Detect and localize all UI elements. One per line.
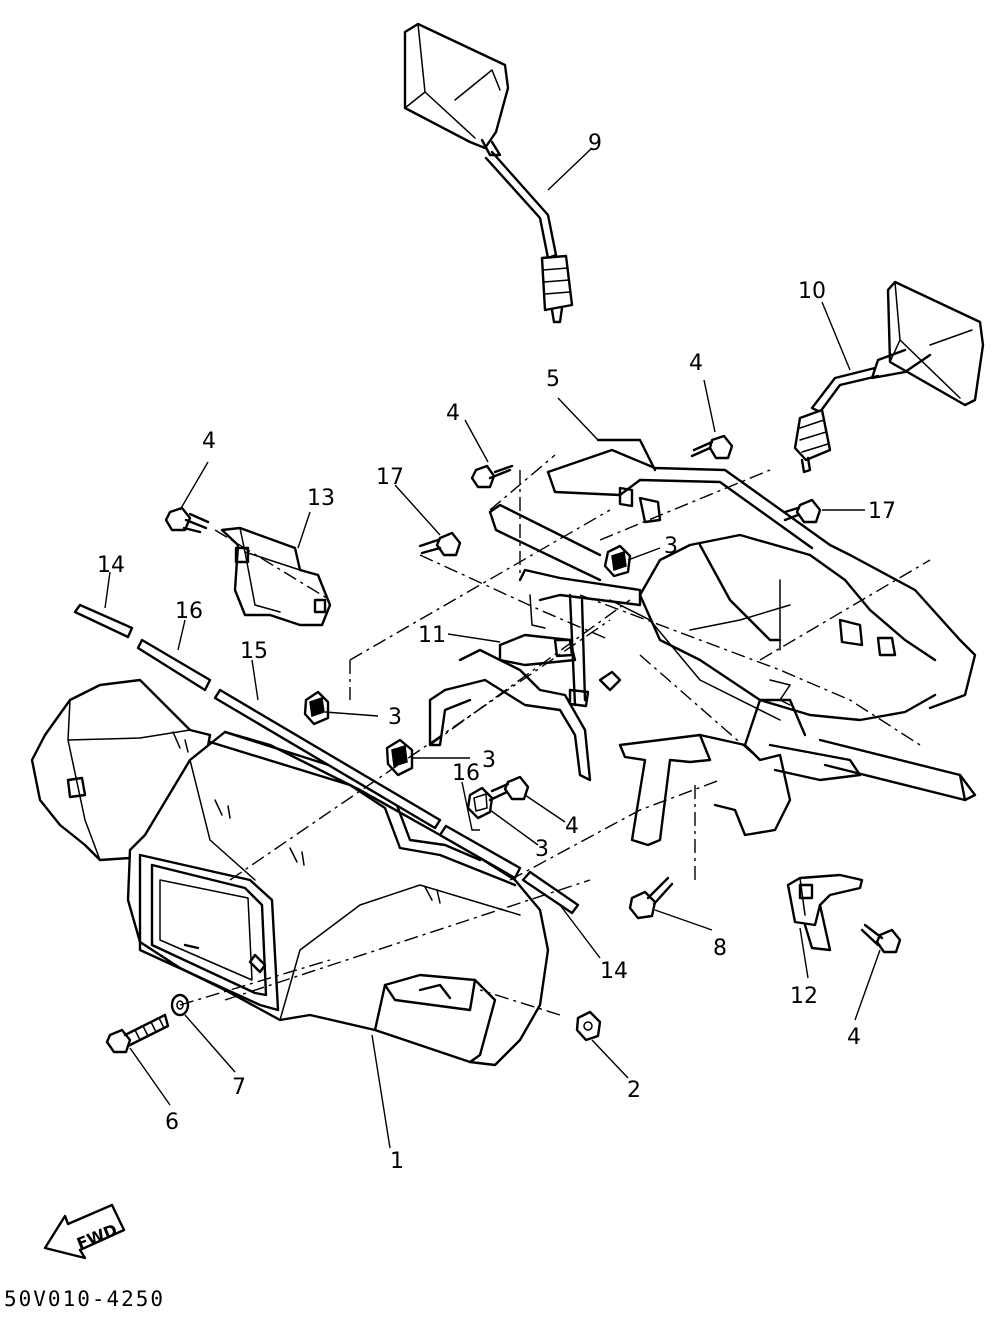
trim-strip-16-left — [136, 638, 212, 692]
front-cowl — [30, 678, 550, 1067]
callout-4-b: 4 — [446, 401, 460, 426]
callout-4-d: 4 — [565, 814, 579, 839]
callout-13: 13 — [307, 486, 335, 511]
bolt-4-c — [690, 434, 734, 460]
drawing-code: 50V010-4250 — [4, 1287, 165, 1311]
bolt-4-a — [164, 506, 210, 534]
callout-16-b: 16 — [452, 761, 480, 786]
callout-4-e: 4 — [847, 1025, 861, 1050]
fwd-arrow: FWD — [43, 1203, 126, 1260]
mirror-left — [403, 22, 574, 324]
callout-3-b: 3 — [388, 705, 402, 730]
bolt-4-d — [488, 775, 530, 802]
callout-17-a: 17 — [376, 465, 404, 490]
bracket-12 — [786, 873, 864, 952]
mirror-right — [793, 280, 985, 474]
callout-3-d: 3 — [535, 837, 549, 862]
callout-8: 8 — [713, 936, 727, 961]
callout-4-c: 4 — [689, 351, 703, 376]
callout-2: 2 — [627, 1078, 641, 1103]
callout-10: 10 — [798, 279, 826, 304]
callout-6: 6 — [165, 1110, 179, 1135]
leader-lines — [104, 147, 881, 1149]
nut-3-d — [466, 786, 494, 820]
callout-1: 1 — [390, 1149, 404, 1174]
callout-5: 5 — [546, 367, 560, 392]
hardware — [105, 434, 902, 1054]
nut-2 — [575, 1010, 602, 1042]
callout-11: 11 — [418, 623, 446, 648]
callout-3-a: 3 — [664, 534, 678, 559]
bolt-4-e — [860, 923, 902, 954]
callout-3-c: 3 — [482, 748, 496, 773]
assembly-lines — [179, 454, 931, 1016]
bolt-17-a — [418, 531, 462, 557]
callout-14-a: 14 — [97, 553, 125, 578]
callout-labels: 1 2 3 3 3 3 4 4 4 4 4 5 6 7 8 9 10 11 12… — [97, 131, 896, 1174]
bracket-13 — [220, 526, 332, 627]
callout-7: 7 — [232, 1075, 246, 1100]
bolt-17-b — [783, 498, 822, 524]
callout-12: 12 — [790, 984, 818, 1009]
callout-15: 15 — [240, 639, 268, 664]
bolt-8 — [628, 876, 674, 920]
callout-14-b: 14 — [600, 959, 628, 984]
trim-strip-16-right — [438, 824, 522, 880]
callout-16-a: 16 — [175, 599, 203, 624]
callout-4-a: 4 — [202, 429, 216, 454]
bolt-4-b — [470, 464, 514, 489]
handlebar-frame-assembly — [488, 438, 977, 847]
fwd-label: FWD — [74, 1220, 120, 1253]
callout-17-b: 17 — [868, 499, 896, 524]
trim-strip-15 — [213, 688, 442, 830]
trim-strip-14-left — [73, 603, 134, 639]
bolt-6 — [105, 1013, 170, 1054]
trim-strips — [73, 603, 580, 915]
washer-7 — [170, 993, 190, 1017]
callout-9: 9 — [588, 131, 602, 156]
trim-strip-14-right — [521, 870, 580, 915]
